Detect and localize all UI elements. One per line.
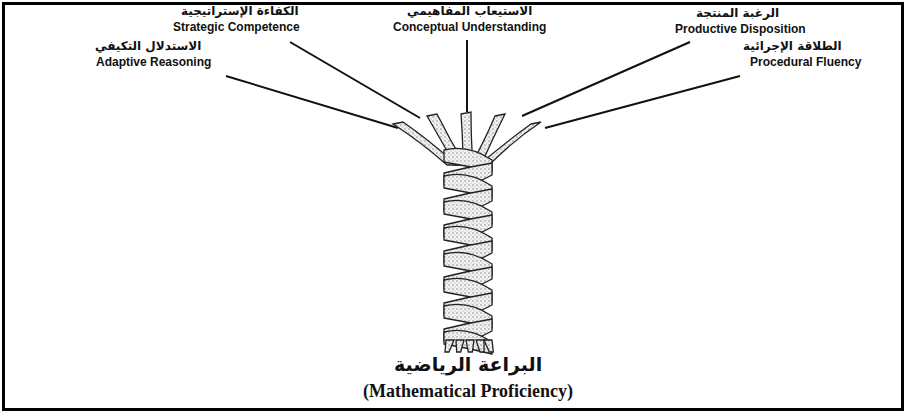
rope-braid xyxy=(444,148,493,354)
strand-label-arabic: الطلاقة الإجرائية xyxy=(743,40,842,54)
rope-fray xyxy=(476,340,484,352)
caption-arabic: البراعة الرياضية xyxy=(394,354,542,376)
strand-label-english: Productive Disposition xyxy=(675,23,806,37)
rope-fray xyxy=(484,340,493,352)
strand-label-arabic: الرغبة المنتجة xyxy=(696,7,779,21)
leader-lines xyxy=(226,40,740,128)
strand-label-english: Procedural Fluency xyxy=(750,56,861,70)
strand-label-arabic: الكفاءة الإستراتيجية xyxy=(181,5,299,19)
strand-label-arabic: الاستدلال التكيفي xyxy=(95,40,201,54)
strand-label-english: Strategic Competence xyxy=(173,21,300,35)
strand-label-arabic: الاستيعاب المفاهيمي xyxy=(407,5,532,19)
caption-english: (Mathematical Proficiency) xyxy=(363,381,573,402)
strand-label-english: Conceptual Understanding xyxy=(393,21,546,35)
rope-fray xyxy=(466,340,474,352)
strand-label-english: Adaptive Reasoning xyxy=(96,56,211,70)
rope-fray xyxy=(445,340,454,352)
rope-fray xyxy=(456,340,464,352)
